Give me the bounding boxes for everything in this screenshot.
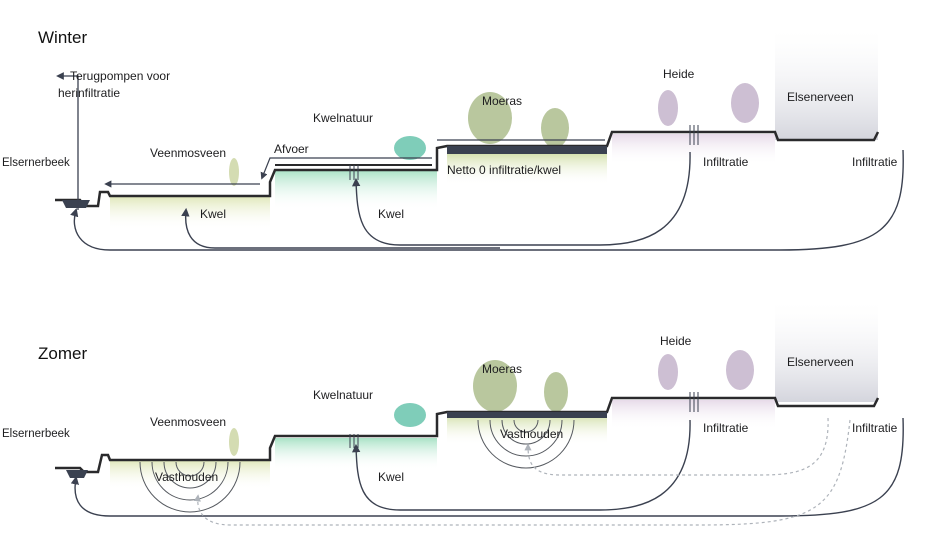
moeras-zone-zomer	[447, 416, 607, 445]
netto-label: Netto 0 infiltratie/kwel	[447, 163, 561, 177]
tree-icon	[726, 350, 754, 390]
tree-icon	[658, 90, 678, 126]
moeras-label-zomer: Moeras	[482, 362, 522, 376]
infiltration-arrows-zomer	[349, 392, 699, 448]
veenmosveen-zone-winter	[110, 196, 270, 230]
infiltratie-label-zomer-2: Infiltratie	[852, 421, 898, 435]
elsenerveen-zone-zomer	[775, 302, 878, 402]
afvoer-lines-winter	[104, 139, 605, 188]
elsenerveen-label-winter: Elsenerveen	[787, 90, 854, 104]
zomer-panel: Zomer Elsernerbeek Veenmosveen Kwelnatuu…	[2, 302, 904, 526]
tree-icon	[468, 92, 512, 144]
tree-icon	[394, 136, 426, 160]
pump-label-line2: herinfiltratie	[58, 86, 120, 100]
tree-icon	[473, 360, 517, 412]
tree-icon	[544, 372, 568, 412]
kwel-label-zomer: Kwel	[378, 470, 404, 484]
elsenerveen-zone-winter	[775, 30, 878, 140]
moeras-label-winter: Moeras	[482, 94, 522, 108]
elsenerveen-label-zomer: Elsenerveen	[787, 355, 854, 369]
moeras-water-winter	[447, 146, 607, 154]
veenmosveen-label-zomer: Veenmosveen	[150, 415, 226, 429]
tree-icon	[394, 403, 426, 427]
trees-winter	[229, 83, 759, 186]
retention-rings-left	[139, 461, 241, 513]
ground-profile-winter	[55, 130, 880, 208]
groundwater-flows-zomer	[70, 417, 904, 517]
kwelnatuur-label-winter: Kwelnatuur	[313, 111, 373, 125]
stream-water-winter	[62, 200, 90, 208]
tree-icon	[731, 83, 759, 123]
veenmosveen-zone-zomer	[110, 460, 270, 490]
heide-zone-zomer	[612, 400, 775, 430]
heide-zone-winter	[612, 134, 775, 165]
groundwater-flows-winter	[70, 149, 904, 251]
kwel-label-winter-2: Kwel	[378, 207, 404, 221]
kwel-label-winter-1: Kwel	[200, 207, 226, 221]
elsernerbeek-label-zomer: Elsernerbeek	[2, 428, 70, 440]
moeras-water-zomer	[447, 412, 607, 418]
heide-label-winter: Heide	[663, 67, 695, 81]
ground-profile-zomer	[55, 396, 880, 474]
tree-icon	[541, 108, 569, 148]
tree-icon	[658, 354, 678, 390]
elsernerbeek-label-winter: Elsernerbeek	[2, 157, 70, 169]
zomer-title: Zomer	[38, 344, 87, 363]
vasthouden-label-1: Vasthouden	[155, 470, 218, 484]
winter-panel: Winter Terugpompen voor herinfiltratie E…	[2, 28, 904, 251]
infiltratie-label-winter-2: Infiltratie	[852, 155, 898, 169]
veenmosveen-label-winter: Veenmosveen	[150, 146, 226, 160]
reed-icon	[229, 158, 239, 186]
dashed-flows-zomer	[193, 417, 851, 526]
infiltration-arrows-winter	[349, 125, 699, 180]
reed-icon	[229, 428, 239, 456]
pump-label-line1: Terugpompen voor	[70, 69, 170, 83]
vasthouden-label-2: Vasthouden	[500, 427, 563, 441]
infiltratie-label-zomer-1: Infiltratie	[703, 421, 749, 435]
afvoer-label: Afvoer	[274, 142, 309, 156]
kwelnatuur-label-zomer: Kwelnatuur	[313, 388, 373, 402]
winter-title: Winter	[38, 28, 87, 47]
pump-line-winter	[56, 72, 79, 210]
trees-zomer	[229, 350, 754, 456]
stream-water-zomer	[66, 470, 88, 478]
infiltratie-label-winter-1: Infiltratie	[703, 155, 749, 169]
heide-label-zomer: Heide	[660, 334, 692, 348]
moeras-zone-winter	[447, 154, 607, 185]
